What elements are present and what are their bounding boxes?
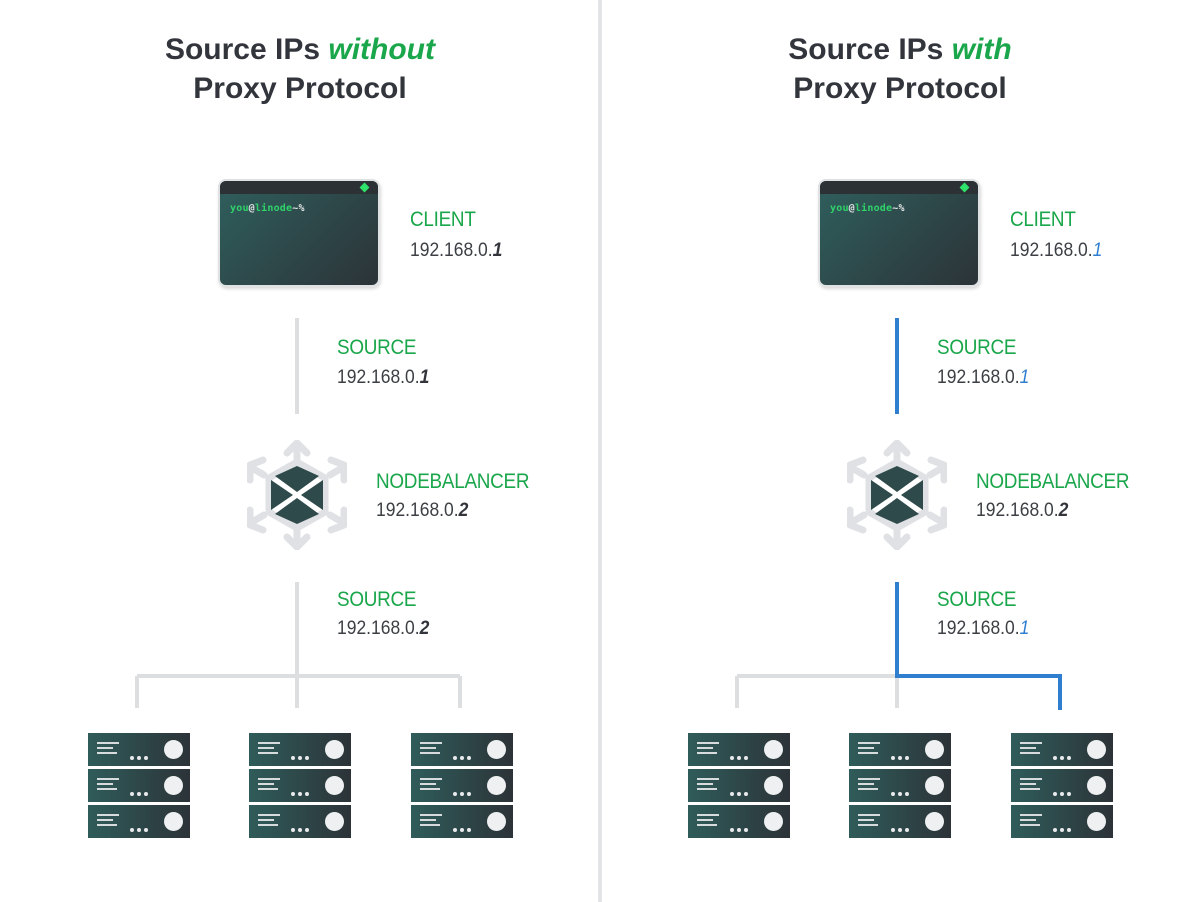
nodebalancer-icon <box>847 440 947 550</box>
server-unit <box>849 769 951 802</box>
connection-lines <box>735 318 1062 710</box>
title-emphasis: without <box>328 33 436 66</box>
nodebalancer-label: NODEBALANCER <box>976 470 1130 493</box>
nodebalancer-ip: 192.168.0.2 <box>976 500 1069 521</box>
proxy-path-line <box>895 582 1062 710</box>
panel-with-proxy: Source IPs with Proxy Protocol you@linod… <box>600 0 1200 902</box>
title-prefix: Source IPs <box>164 33 329 66</box>
server-rack-icon <box>849 733 951 841</box>
server-unit <box>411 769 513 802</box>
server-unit <box>411 733 513 766</box>
title-line2: Proxy Protocol <box>193 72 407 105</box>
server-rack-icon <box>688 733 790 841</box>
connection-lines <box>135 318 462 708</box>
nodebalancer-label: NODEBALANCER <box>376 470 530 493</box>
terminal-titlebar <box>220 181 378 194</box>
client-label: CLIENT <box>1010 208 1076 231</box>
server-unit <box>1011 733 1113 766</box>
server-unit <box>411 805 513 838</box>
source-top-label: SOURCE <box>937 336 1017 359</box>
server-unit <box>849 805 951 838</box>
source-bottom-label: SOURCE <box>337 588 417 611</box>
panel-divider <box>598 0 602 902</box>
server-unit <box>88 733 190 766</box>
server-unit <box>88 769 190 802</box>
terminal-icon: you@linode~% <box>218 179 380 287</box>
server-rack-icon <box>249 733 351 841</box>
server-unit <box>249 769 351 802</box>
server-rack-icon <box>1011 733 1113 841</box>
client-ip: 192.168.0.1 <box>410 240 503 261</box>
server-rack-icon <box>411 733 513 841</box>
server-unit <box>1011 769 1113 802</box>
client-ip: 192.168.0.1 <box>1010 240 1103 261</box>
source-bottom-ip: 192.168.0.2 <box>337 618 430 639</box>
title-emphasis: with <box>951 33 1012 66</box>
title-prefix: Source IPs <box>788 33 952 66</box>
source-top-ip: 192.168.0.1 <box>337 367 430 388</box>
server-unit <box>88 805 190 838</box>
client-label: CLIENT <box>410 208 476 231</box>
panel-title: Source IPs with Proxy Protocol <box>600 30 1200 108</box>
source-bottom-ip: 192.168.0.1 <box>937 618 1030 639</box>
server-unit <box>688 805 790 838</box>
server-unit <box>249 733 351 766</box>
server-rack-icon <box>88 733 190 841</box>
panel-title: Source IPs without Proxy Protocol <box>0 30 600 108</box>
server-unit <box>849 733 951 766</box>
status-dot-icon <box>359 182 370 193</box>
terminal-prompt: you@linode~% <box>830 203 905 214</box>
server-unit <box>1011 805 1113 838</box>
terminal-prompt: you@linode~% <box>230 203 305 214</box>
server-unit <box>688 733 790 766</box>
title-line2: Proxy Protocol <box>793 72 1007 105</box>
nodebalancer-icon <box>247 440 347 550</box>
server-unit <box>249 805 351 838</box>
nodebalancer-ip: 192.168.0.2 <box>376 500 469 521</box>
server-unit <box>688 769 790 802</box>
terminal-icon: you@linode~% <box>818 179 980 287</box>
status-dot-icon <box>959 182 970 193</box>
panel-without-proxy: Source IPs without Proxy Protocol you@li… <box>0 30 600 841</box>
terminal-titlebar <box>820 181 978 194</box>
source-bottom-label: SOURCE <box>937 588 1017 611</box>
source-top-ip: 192.168.0.1 <box>937 367 1030 388</box>
source-top-label: SOURCE <box>337 336 417 359</box>
